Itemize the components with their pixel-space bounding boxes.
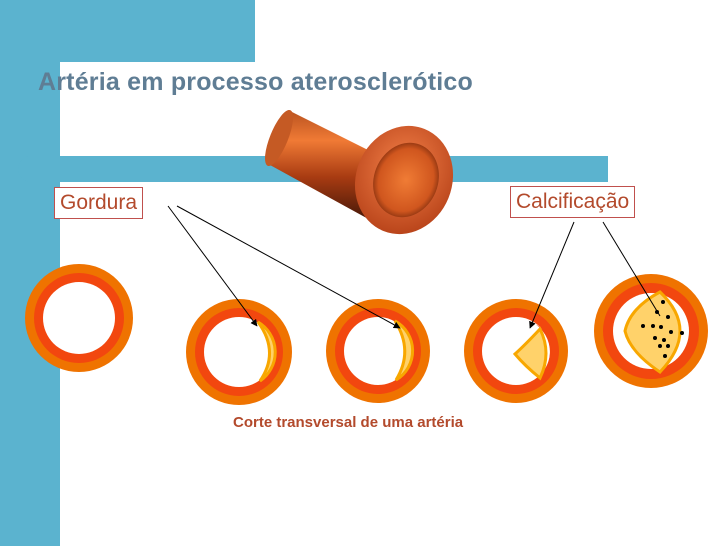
- arrow-fat-1: [167, 205, 258, 327]
- cross-section-advanced-plaque: [464, 299, 568, 403]
- cross-section-early-plaque: [186, 299, 292, 405]
- label-calcification: Calcificação: [510, 186, 636, 218]
- arrow-fat-2: [176, 205, 401, 329]
- arrow-calcification-1: [529, 221, 575, 329]
- cross-section-calcified-plaque: [594, 274, 708, 388]
- cross-section-healthy: [25, 264, 133, 372]
- cross-section-growing-plaque: [326, 299, 430, 403]
- calcium-deposits: [641, 300, 684, 358]
- pointer-arrows: [167, 205, 661, 329]
- artery-tube-illustration: [265, 109, 454, 235]
- arrow-calcification-2: [602, 221, 661, 317]
- slide-title: Artéria em processo aterosclerótico: [38, 68, 473, 96]
- diagram-caption: Corte transversal de uma artéria: [233, 414, 464, 431]
- label-fat: Gordura: [54, 187, 144, 219]
